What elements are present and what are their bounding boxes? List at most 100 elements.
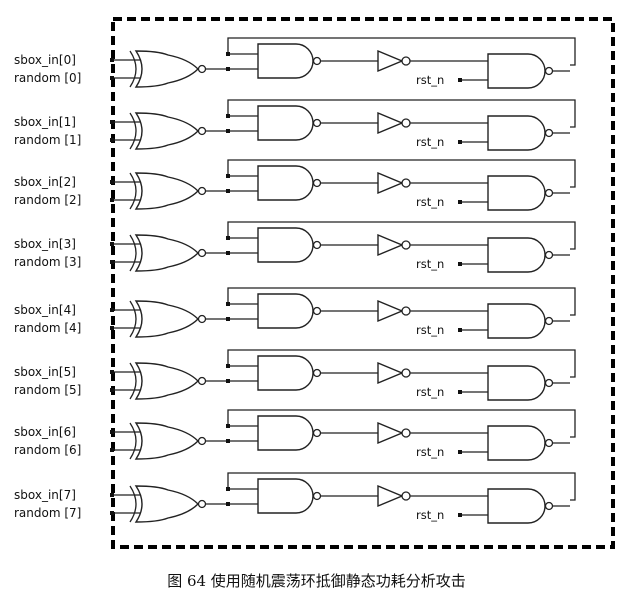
feedback-wire <box>227 409 576 438</box>
xnor-back-curve <box>129 50 137 88</box>
sbox-in-label: sbox_in[0] <box>14 53 76 67</box>
inverter-bubble <box>401 118 411 128</box>
input-pin <box>110 198 114 202</box>
nand-gate-1 <box>257 105 314 141</box>
xnor-back-curve <box>129 300 137 338</box>
input-pin <box>110 448 114 452</box>
nand-bubble <box>312 240 322 250</box>
rst-n-label: rst_n <box>416 135 444 149</box>
nand-bubble <box>544 128 554 138</box>
xnor-bubble <box>197 64 207 74</box>
rst-pin <box>458 390 462 394</box>
junction <box>226 52 230 56</box>
junction <box>226 502 230 506</box>
nand-gate-2 <box>487 53 546 89</box>
xnor-back-curve <box>129 362 137 400</box>
random-label: random [1] <box>14 133 81 147</box>
stage-1: sbox_in[1]random [1] rst_n <box>14 99 576 151</box>
inverter-bubble <box>401 306 411 316</box>
junction <box>226 487 230 491</box>
nand-bubble <box>312 306 322 316</box>
input-pin <box>110 76 114 80</box>
rst-pin <box>458 328 462 332</box>
nand-gate-1 <box>257 415 314 451</box>
sbox-in-label: sbox_in[2] <box>14 175 76 189</box>
rst-n-label: rst_n <box>416 257 444 271</box>
nand-bubble <box>312 368 322 378</box>
junction <box>226 114 230 118</box>
protected-region-box <box>111 17 615 549</box>
input-pin <box>110 493 114 497</box>
xnor-back-curve <box>129 172 137 210</box>
inverter <box>377 299 404 323</box>
inverter <box>377 484 404 508</box>
input-pin <box>110 308 114 312</box>
junction <box>226 67 230 71</box>
feedback-wire <box>227 99 576 128</box>
nand-gate-1 <box>257 355 314 391</box>
stage-2: sbox_in[2]random [2]rst_n <box>14 159 576 211</box>
junction <box>226 364 230 368</box>
nand-bubble <box>544 66 554 76</box>
input-pin <box>110 138 114 142</box>
inverter-bubble <box>401 240 411 250</box>
junction <box>226 424 230 428</box>
xnor-back-curve <box>129 112 137 150</box>
xnor-back-curve <box>129 422 137 460</box>
rst-n-label: rst_n <box>416 323 444 337</box>
feedback-wire <box>227 472 576 501</box>
rst-n-label: rst_n <box>416 445 444 459</box>
stage-3: sbox_in[3]random [3]rst_n <box>14 221 576 273</box>
xnor-gate <box>134 300 199 338</box>
junction <box>226 189 230 193</box>
sbox-in-label: sbox_in[6] <box>14 425 76 439</box>
rst-pin <box>458 200 462 204</box>
sbox-in-label: sbox_in[1] <box>14 115 76 129</box>
xnor-gate <box>134 172 199 210</box>
xnor-bubble <box>197 126 207 136</box>
xnor-gate <box>134 485 199 523</box>
random-label: random [3] <box>14 255 81 269</box>
nand-gate-2 <box>487 237 546 273</box>
stage-0: sbox_in[0]random [0] rst_n <box>14 37 576 89</box>
input-pin <box>110 180 114 184</box>
xnor-back-curve <box>129 234 137 272</box>
xnor-gate <box>134 112 199 150</box>
nand-gate-2 <box>487 425 546 461</box>
nand-bubble <box>544 501 554 511</box>
input-pin <box>110 242 114 246</box>
junction <box>226 251 230 255</box>
sbox-in-label: sbox_in[7] <box>14 488 76 502</box>
nand-bubble <box>312 428 322 438</box>
nand-bubble <box>312 56 322 66</box>
inverter <box>377 111 404 135</box>
feedback-wire <box>227 349 576 378</box>
random-label: random [4] <box>14 321 81 335</box>
random-label: random [0] <box>14 71 81 85</box>
xnor-bubble <box>197 314 207 324</box>
xnor-back-curve <box>129 485 137 523</box>
inverter-bubble <box>401 178 411 188</box>
sbox-in-label: sbox_in[5] <box>14 365 76 379</box>
input-pin <box>110 58 114 62</box>
nand-gate-2 <box>487 175 546 211</box>
xnor-gate <box>134 234 199 272</box>
nand-gate-1 <box>257 293 314 329</box>
rst-pin <box>458 450 462 454</box>
stage-6: sbox_in[6]random [6] rst_n <box>14 409 576 461</box>
rst-n-label: rst_n <box>416 195 444 209</box>
random-label: random [6] <box>14 443 81 457</box>
nand-gate-1 <box>257 478 314 514</box>
rst-n-label: rst_n <box>416 73 444 87</box>
inverter-bubble <box>401 491 411 501</box>
ring-oscillator-diagram: sbox_in[0]random [0]rst_nsbox_in[1]rando… <box>14 17 615 549</box>
junction <box>226 317 230 321</box>
junction <box>226 174 230 178</box>
nand-bubble <box>544 188 554 198</box>
nand-bubble <box>312 118 322 128</box>
junction <box>226 439 230 443</box>
rst-pin <box>458 78 462 82</box>
inverter <box>377 171 404 195</box>
input-pin <box>110 370 114 374</box>
input-pin <box>110 120 114 124</box>
